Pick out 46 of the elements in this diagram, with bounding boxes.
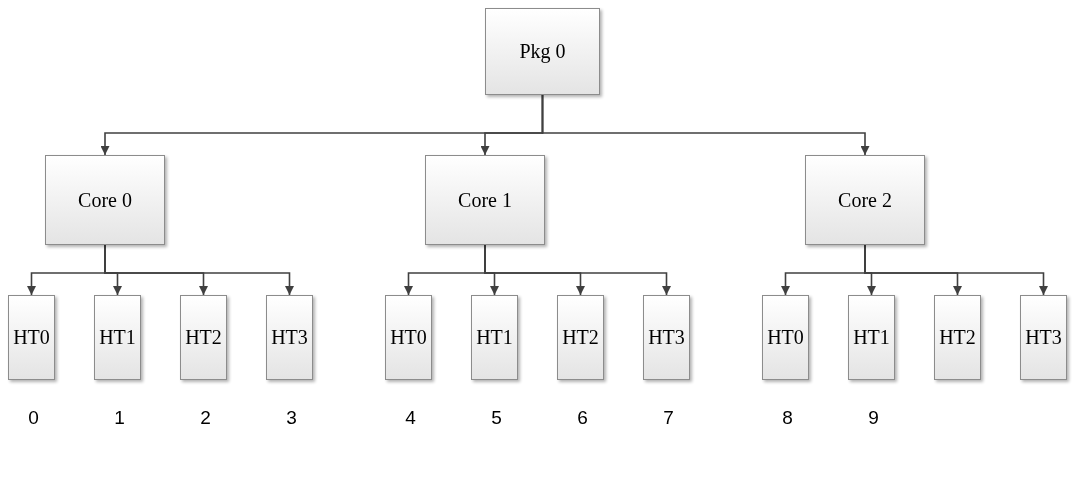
- node-label: HT3: [271, 326, 308, 349]
- node-label: HT2: [939, 326, 976, 349]
- node-label: HT2: [185, 326, 222, 349]
- process-box: [94, 295, 141, 380]
- process-box: [848, 295, 895, 380]
- index-number: 9: [868, 407, 879, 429]
- node-label: HT1: [99, 326, 136, 349]
- node-label: HT3: [648, 326, 685, 349]
- index-number: 8: [782, 407, 793, 429]
- process-box: [385, 295, 432, 380]
- node-label: HT1: [853, 326, 890, 349]
- node-label: HT0: [390, 326, 427, 349]
- process-box: [643, 295, 690, 380]
- index-number: 1: [114, 407, 125, 429]
- node-label: Pkg 0: [519, 40, 566, 63]
- connector-arrow: [484, 244, 671, 296]
- node-label: HT0: [767, 326, 804, 349]
- process-box: [8, 295, 55, 380]
- process-box: [45, 155, 165, 245]
- process-box: [805, 155, 925, 245]
- node-label: HT3: [1025, 326, 1062, 349]
- process-box: [266, 295, 313, 380]
- index-number: 4: [405, 407, 416, 429]
- process-box: [471, 295, 518, 380]
- index-number: 7: [663, 407, 674, 429]
- connector-arrow: [541, 94, 870, 156]
- index-number: 3: [286, 407, 297, 429]
- node-label: Core 2: [838, 188, 892, 212]
- index-number: 0: [28, 407, 39, 429]
- process-box: [180, 295, 227, 380]
- process-box: [762, 295, 809, 380]
- connector-arrow: [104, 244, 294, 296]
- node-label: HT2: [562, 326, 599, 349]
- node-label: Core 1: [458, 188, 512, 212]
- index-number: 6: [577, 407, 588, 429]
- process-box: [557, 295, 604, 380]
- index-number: 5: [491, 407, 502, 429]
- node-label: HT1: [476, 326, 513, 349]
- node-label: Core 0: [78, 188, 132, 212]
- process-box: [1020, 295, 1067, 380]
- index-number: 2: [200, 407, 211, 429]
- connector-arrow: [864, 244, 1048, 296]
- node-label: HT0: [13, 326, 50, 349]
- process-box: [934, 295, 981, 380]
- process-box: [425, 155, 545, 245]
- process-box: [485, 8, 600, 95]
